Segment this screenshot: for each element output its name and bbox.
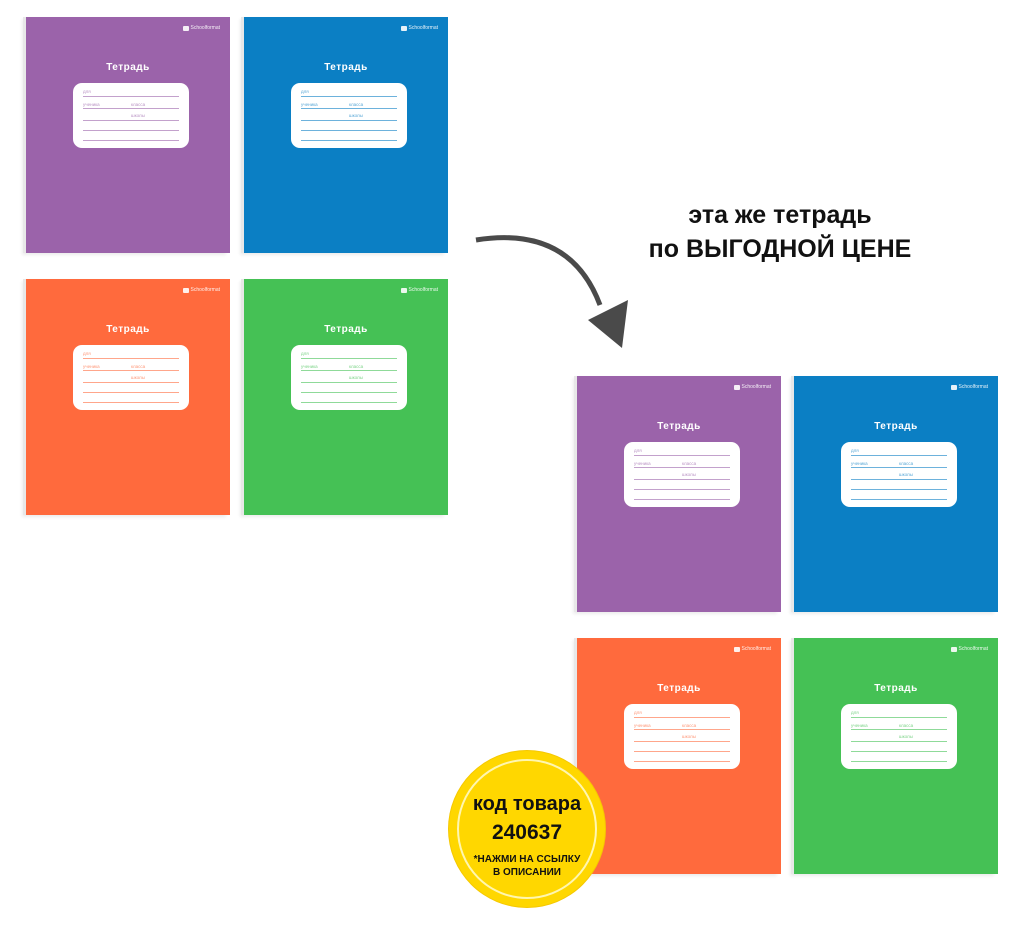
headline-line1: эта же тетрадь	[688, 201, 872, 229]
notebook-right-blue: Schoolformat Тетрадь для ученика класса …	[794, 376, 998, 612]
notebook-title: Тетрадь	[324, 324, 368, 335]
name-label: для ученика класса школы	[624, 704, 740, 769]
name-label: для ученика класса школы	[73, 345, 189, 410]
notebook-title: Тетрадь	[874, 683, 918, 694]
notebook-right-orange: Schoolformat Тетрадь для ученика класса …	[577, 638, 781, 874]
name-label: для ученика класса школы	[841, 442, 957, 507]
notebook-title: Тетрадь	[657, 421, 701, 432]
notebook-left-green: Schoolformat Тетрадь для ученика класса …	[244, 279, 448, 515]
brand-logo: Schoolformat	[733, 384, 771, 390]
notebook-right-green: Schoolformat Тетрадь для ученика класса …	[794, 638, 998, 874]
brand-logo: Schoolformat	[182, 25, 220, 31]
notebook-left-orange: Schoolformat Тетрадь для ученика класса …	[26, 279, 230, 515]
headline: эта же тетрадь по ВЫГОДНОЙ ЦЕНЕ	[600, 198, 960, 266]
name-label: для ученика класса школы	[624, 442, 740, 507]
name-label: для ученика класса школы	[291, 345, 407, 410]
notebook-title: Тетрадь	[106, 324, 150, 335]
notebook-title: Тетрадь	[874, 421, 918, 432]
badge-label: код товара	[472, 793, 582, 815]
product-code: 240637	[491, 821, 563, 844]
name-label: для ученика класса школы	[73, 83, 189, 148]
badge-ring	[457, 759, 597, 899]
brand-logo: Schoolformat	[950, 646, 988, 652]
brand-logo: Schoolformat	[950, 384, 988, 390]
brand-logo: Schoolformat	[182, 287, 220, 293]
notebook-left-blue: Schoolformat Тетрадь для ученика класса …	[244, 17, 448, 253]
brand-logo: Schoolformat	[400, 287, 438, 293]
name-label: для ученика класса школы	[291, 83, 407, 148]
notebook-title: Тетрадь	[657, 683, 701, 694]
notebook-left-purple: Schoolformat Тетрадь для ученика класса …	[26, 17, 230, 253]
headline-line2: по ВЫГОДНОЙ ЦЕНЕ	[648, 235, 912, 263]
notebook-title: Тетрадь	[106, 62, 150, 73]
brand-logo: Schoolformat	[400, 25, 438, 31]
notebook-right-purple: Schoolformat Тетрадь для ученика класса …	[577, 376, 781, 612]
name-label: для ученика класса школы	[841, 704, 957, 769]
brand-logo: Schoolformat	[733, 646, 771, 652]
notebook-title: Тетрадь	[324, 62, 368, 73]
